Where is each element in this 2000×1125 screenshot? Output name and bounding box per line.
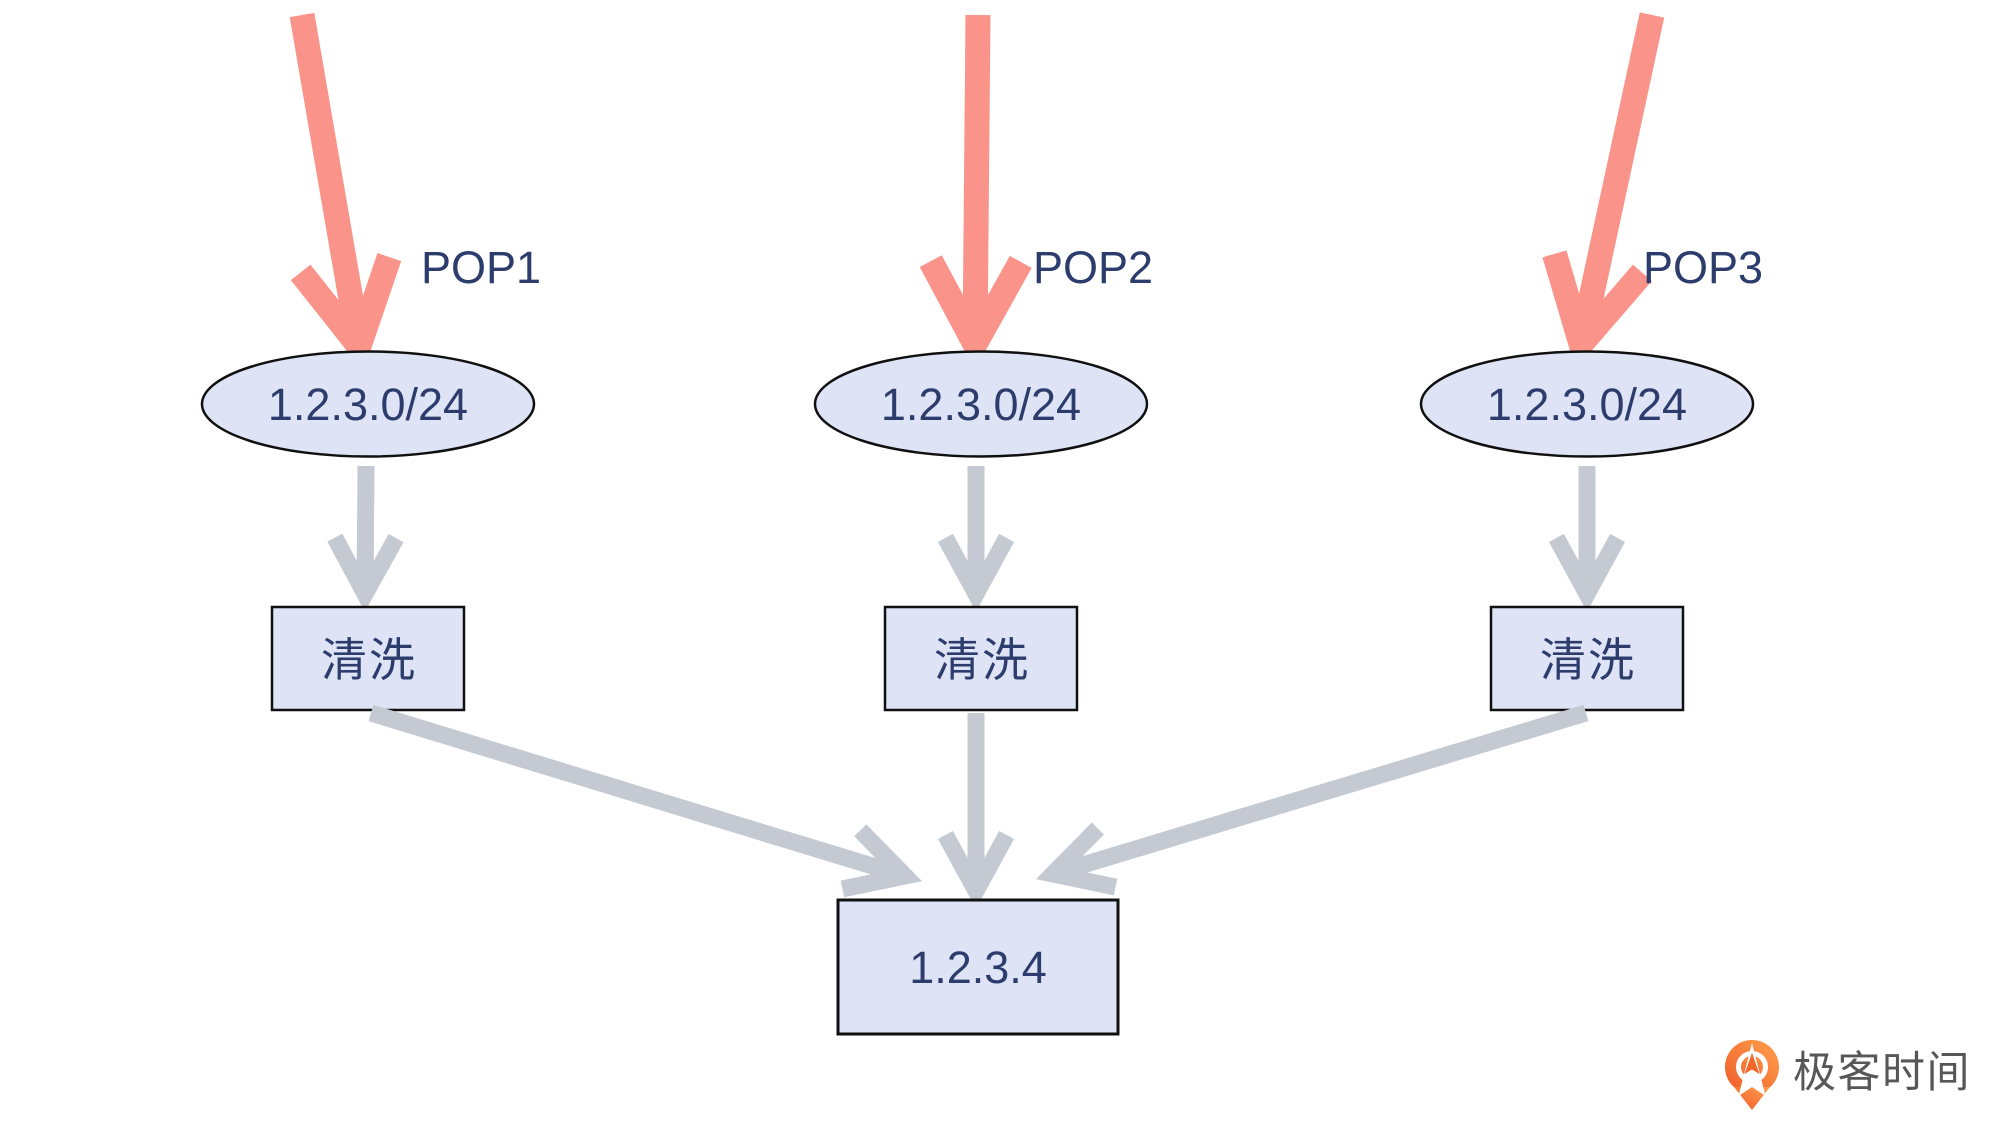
attack-arrow-pop1 <box>289 12 402 372</box>
ingress-ellipse-pop2-label: 1.2.3.0/24 <box>881 379 1081 430</box>
ingress-ellipse-pop2 <box>813 350 1149 458</box>
scrub-box-pop2-label: 清洗 <box>934 634 1030 686</box>
scrub-box-pop3 <box>1489 605 1685 712</box>
logo-pin-arrow <box>1744 1053 1760 1074</box>
pop1-label: POP1 <box>421 242 541 293</box>
logo-pin-tail <box>1734 1087 1770 1110</box>
scrub-box-pop1 <box>270 605 466 712</box>
geektime-pin-icon <box>1725 1040 1779 1110</box>
ingress-ellipse-pop1-label: 1.2.3.0/24 <box>268 379 468 430</box>
logo-wordmark: 极客时间 <box>1793 1049 1971 1097</box>
ingress-ellipse-pop1 <box>200 350 536 458</box>
attack-arrow-pop2 <box>919 14 1032 371</box>
origin-box <box>836 898 1120 1036</box>
flow-arrow-scrub3-to-origin <box>1036 704 1589 896</box>
attack-arrow-pop3 <box>1542 12 1665 370</box>
pop3-label: POP3 <box>1643 242 1763 293</box>
logo: 极客时间 <box>1725 1040 1971 1110</box>
origin-box-label: 1.2.3.4 <box>909 942 1047 993</box>
scrub-box-pop2 <box>883 605 1079 712</box>
scrub-box-pop3-label: 清洗 <box>1540 634 1636 686</box>
pop2-label: POP2 <box>1033 242 1153 293</box>
flow-arrow-scrub1-to-origin <box>368 704 922 898</box>
ingress-ellipse-pop3-label: 1.2.3.0/24 <box>1487 379 1687 430</box>
ingress-ellipse-pop3 <box>1419 350 1755 458</box>
flow-arrow-ingress-to-scrub-1 <box>327 465 404 612</box>
scrub-box-pop1-label: 清洗 <box>321 634 417 686</box>
